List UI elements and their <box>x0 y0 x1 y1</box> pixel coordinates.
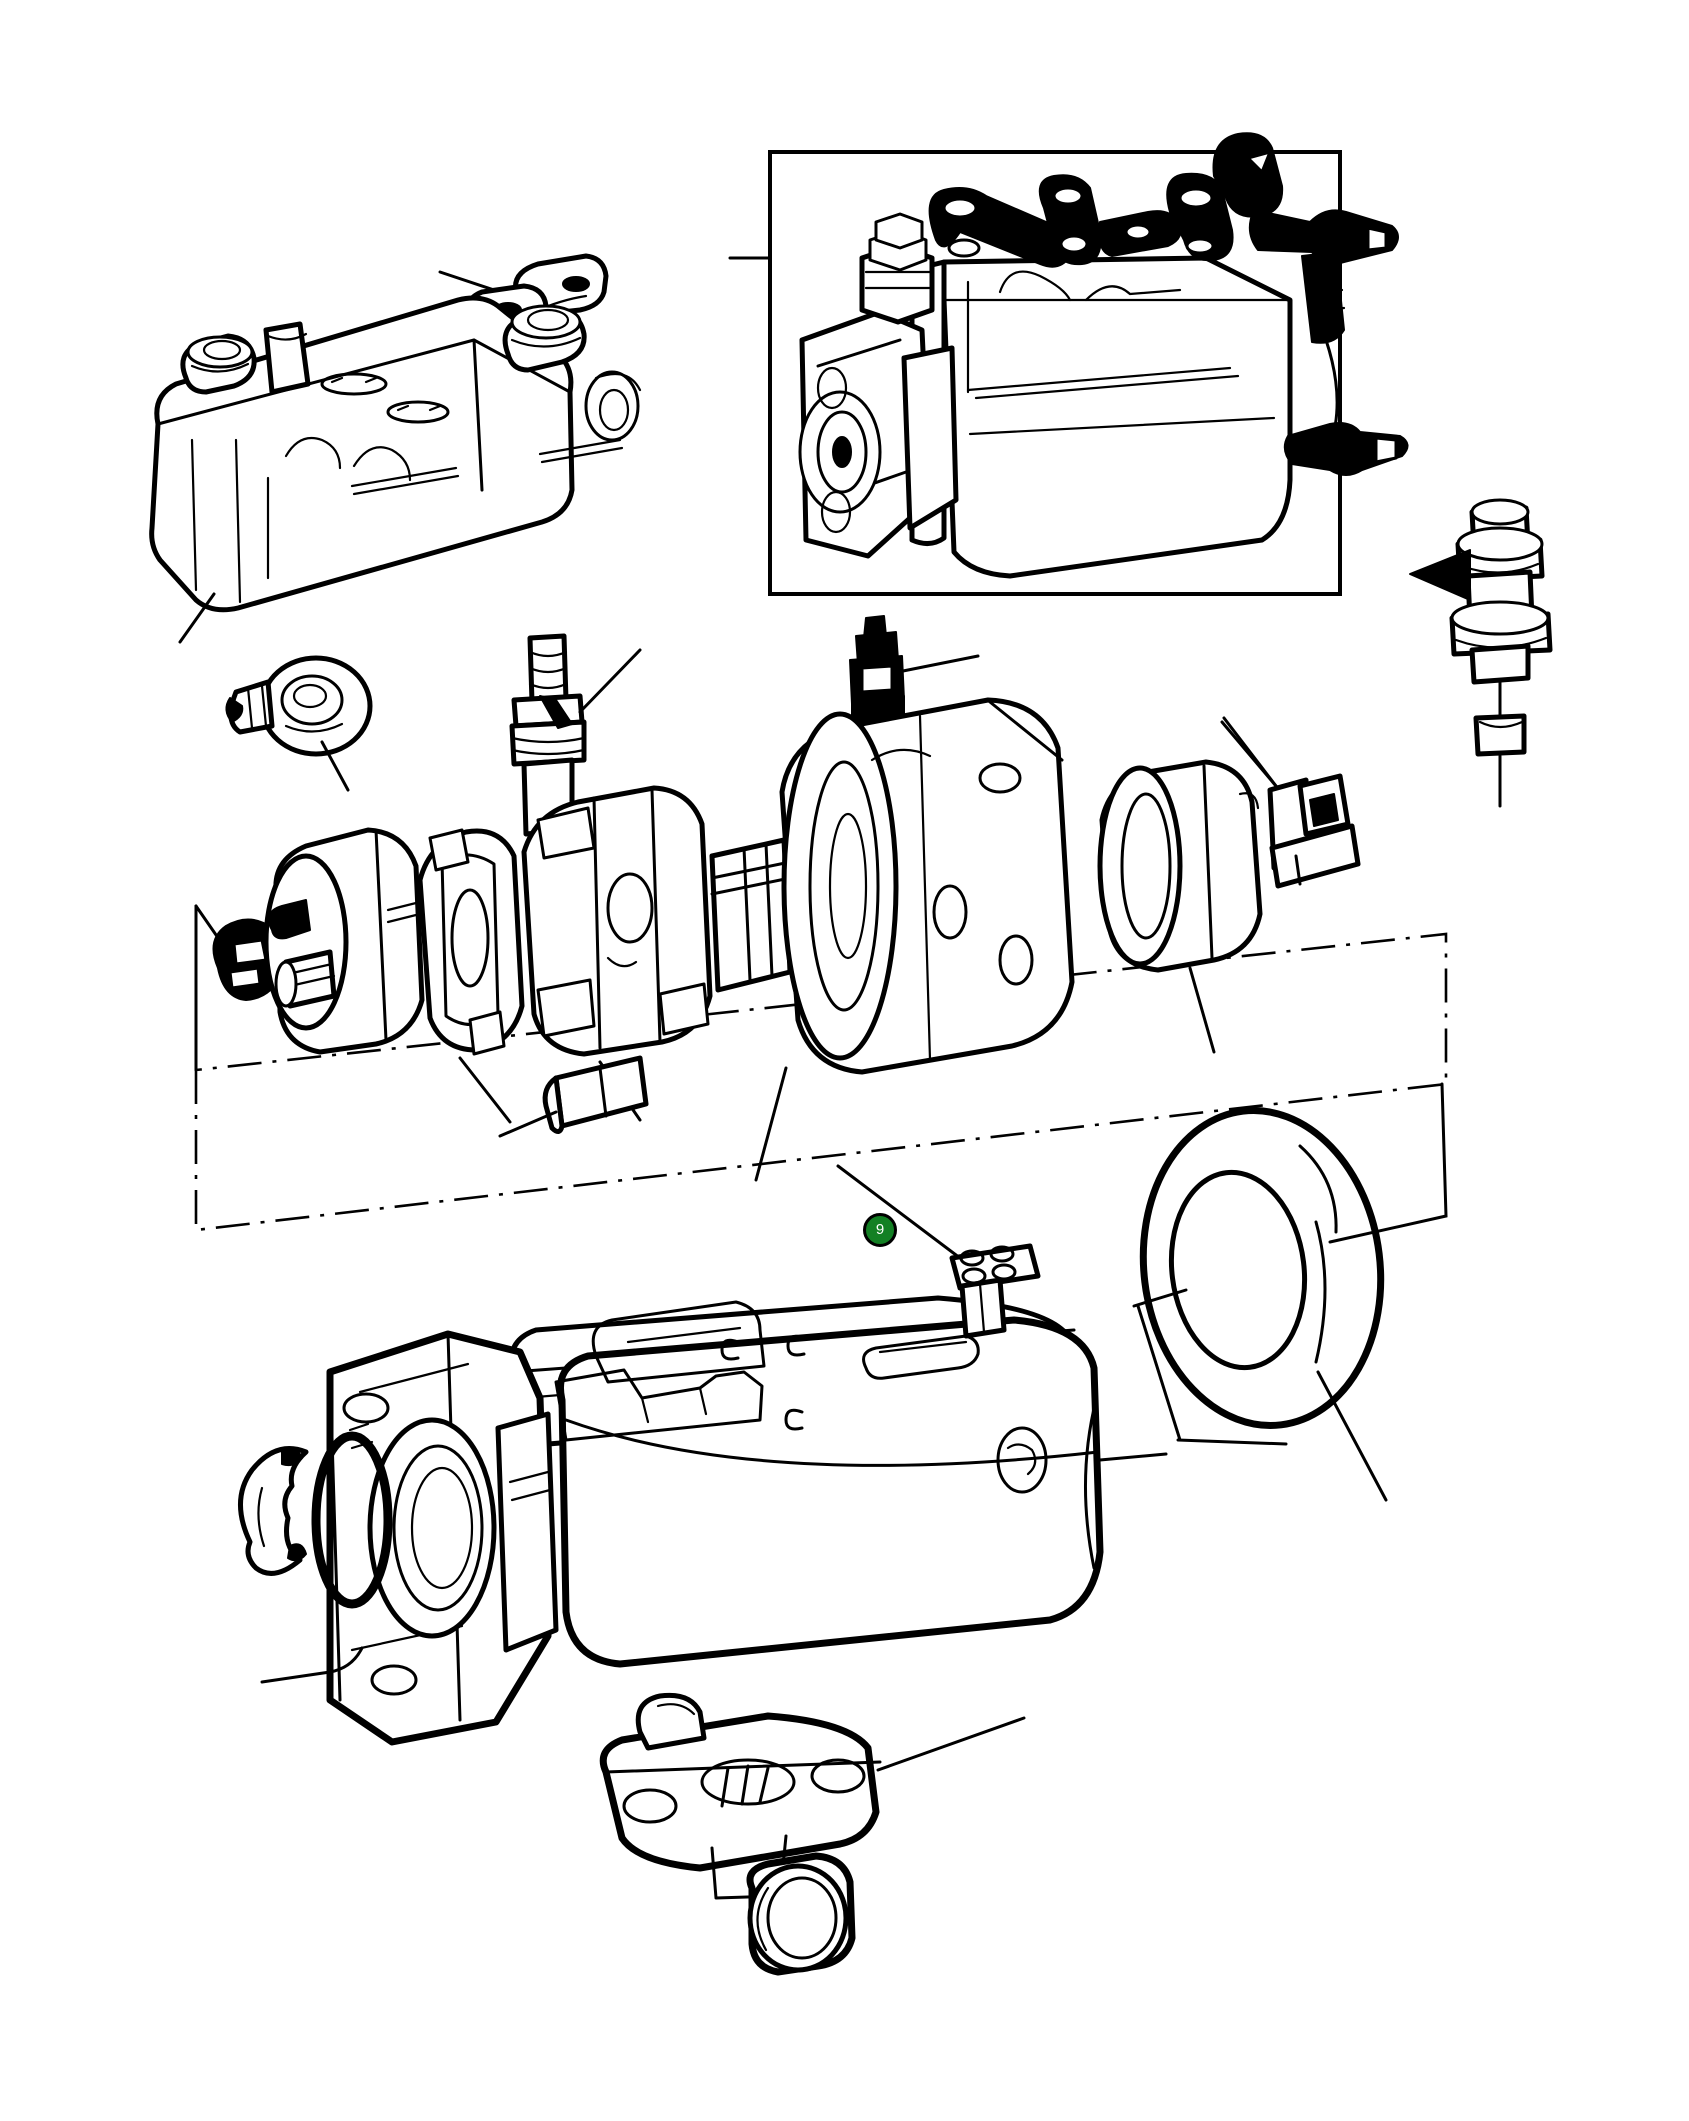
pump-top-cover-group <box>149 253 642 644</box>
metering-valve-plate <box>1222 716 1361 889</box>
mounting-flange-adaptor <box>599 1692 1026 1976</box>
shut-off-solenoid <box>1409 498 1553 808</box>
circlip <box>238 1446 309 1576</box>
drive-plate <box>263 827 425 1055</box>
transfer-pump-rotor-set <box>779 697 1075 1075</box>
roller-and-shoe-assembly <box>417 828 525 1124</box>
sliding-vane <box>498 1055 649 1138</box>
leader-lines <box>194 720 1278 1072</box>
rotor-assembly-group <box>194 697 1361 1182</box>
end-plate-seal-washer <box>1097 759 1263 1054</box>
cam-ring <box>521 785 713 1122</box>
inset-pump-body <box>798 212 1293 579</box>
drive-shaft-seal-ring <box>1132 1082 1448 1502</box>
pump-housing <box>238 1164 1168 1746</box>
assembled-pump-inset <box>728 132 1409 596</box>
transfer-pressure-adaptor <box>509 633 642 837</box>
inset-governor-linkage <box>928 132 1409 476</box>
banjo-bolt <box>225 655 373 792</box>
o-ring <box>311 1431 393 1609</box>
annotation-marker-9[interactable]: 9 <box>863 1213 897 1247</box>
